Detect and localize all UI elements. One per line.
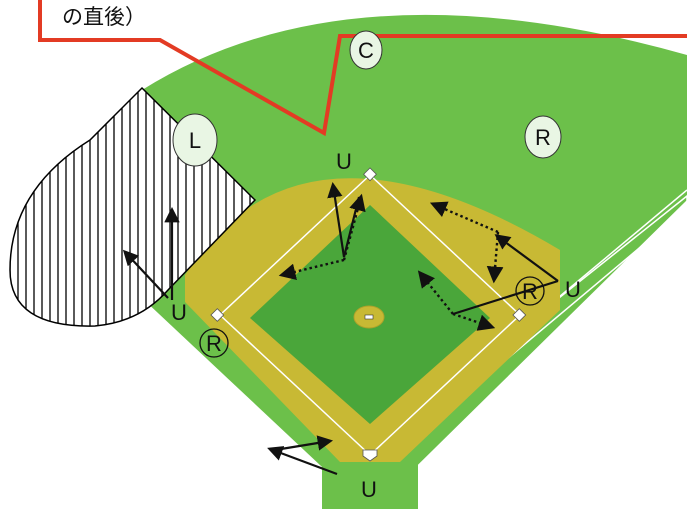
arrow-first-umpire-up <box>494 234 559 282</box>
solid-arrows <box>122 181 559 476</box>
arrow-home-umpire-right <box>280 435 334 451</box>
dotted-arrow-to-right-field <box>429 201 499 234</box>
second-base <box>363 167 377 182</box>
center-fielder-marker <box>349 30 383 70</box>
umpire-home-label: U <box>361 477 377 502</box>
runner-third-label: R <box>206 331 222 356</box>
arrow-first-umpire-path <box>452 279 559 316</box>
pitchers-rubber <box>364 314 374 320</box>
dotted-arrow-to-first-base <box>452 312 496 331</box>
runner-first-label: R <box>522 279 538 304</box>
left-fielder-marker <box>172 113 218 167</box>
left-fielder-label: L <box>189 128 201 153</box>
arrow-third-umpire-left <box>122 249 169 299</box>
first-base <box>512 308 527 322</box>
dotted-arrows <box>278 193 504 331</box>
runner-first-circle <box>515 276 545 306</box>
arrow-second-umpire-start <box>327 181 346 258</box>
callout-line <box>38 0 687 137</box>
arrow-home-umpire-left <box>267 446 338 476</box>
home-plate <box>362 449 378 462</box>
right-fielder-marker <box>524 115 562 159</box>
center-fielder-label: C <box>358 38 374 63</box>
umpire-first-label: U <box>565 277 581 302</box>
right-fielder-label: R <box>535 125 551 150</box>
umpire-third-label: U <box>171 300 187 325</box>
third-base <box>210 308 225 322</box>
dotted-arrow-to-first <box>486 231 504 284</box>
runner-third-circle <box>199 328 229 358</box>
umpire-second-label: U <box>336 149 352 174</box>
caption-text: の直後） <box>62 5 146 29</box>
